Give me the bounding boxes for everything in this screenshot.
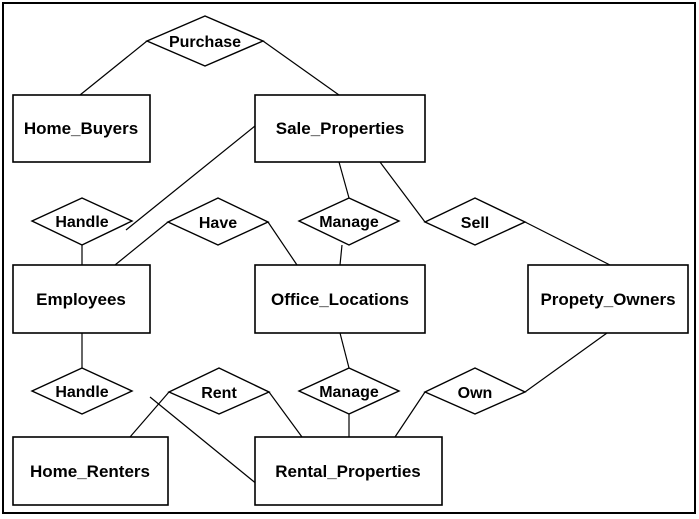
relationship-label: Manage xyxy=(319,384,379,401)
entity-label: Home_Renters xyxy=(30,462,150,481)
relationship-have: Have xyxy=(166,197,270,246)
entity-home-renters: Home_Renters xyxy=(12,436,169,506)
entity-label: Employees xyxy=(36,290,126,309)
entity-rental-properties: Rental_Properties xyxy=(254,436,443,506)
edge-rent-rental-properties xyxy=(268,391,303,438)
edge-sale-properties-manage xyxy=(338,161,350,199)
connector-lines xyxy=(79,40,611,486)
edge-have-office-locations xyxy=(267,221,298,266)
relationship-label: Rent xyxy=(201,385,237,402)
edge-home-buyers-purchase xyxy=(79,40,148,96)
edge-rental-properties-own xyxy=(394,391,426,438)
entity-property-owners: Propety_Owners xyxy=(527,264,689,334)
relationship-rent: Rent xyxy=(167,367,271,415)
relationship-sell: Sell xyxy=(423,197,527,246)
relationship-manage-sale: Manage xyxy=(297,197,401,246)
edge-sale-properties-sell xyxy=(379,161,426,223)
relationship-manage-rental: Manage xyxy=(297,367,401,415)
entity-label: Home_Buyers xyxy=(24,119,138,138)
edge-sell-property-owners xyxy=(524,221,611,266)
edge-home-renters-rent xyxy=(129,391,170,438)
relationship-label: Own xyxy=(458,385,493,402)
edge-own-property-owners xyxy=(524,332,608,393)
relationship-label: Handle xyxy=(55,384,108,401)
relationship-purchase: Purchase xyxy=(145,15,265,67)
relationship-handle-rental: Handle xyxy=(30,367,134,415)
entity-sale-properties: Sale_Properties xyxy=(254,94,426,163)
relationship-handle-sale: Handle xyxy=(30,197,134,246)
entity-employees: Employees xyxy=(12,264,151,334)
relationship-label: Handle xyxy=(55,214,108,231)
edge-purchase-sale-properties xyxy=(262,40,340,96)
entity-label: Office_Locations xyxy=(271,290,409,309)
relationship-own: Own xyxy=(423,367,527,415)
relationship-label: Have xyxy=(199,215,237,232)
relationship-label: Purchase xyxy=(169,34,241,51)
relationship-label: Manage xyxy=(319,214,379,231)
entity-label: Propety_Owners xyxy=(540,290,675,309)
edge-handle-sale-properties xyxy=(125,125,256,231)
edge-employees-have xyxy=(114,221,169,266)
entity-label: Rental_Properties xyxy=(275,462,421,481)
edge-handle-rental-properties xyxy=(149,396,259,486)
entity-office-locations: Office_Locations xyxy=(254,264,426,334)
relationship-label: Sell xyxy=(461,215,489,232)
entity-label: Sale_Properties xyxy=(276,119,405,138)
edge-manage-office-locations xyxy=(339,244,343,266)
entity-home-buyers: Home_Buyers xyxy=(12,94,151,163)
edge-office-locations-manage xyxy=(339,332,350,369)
